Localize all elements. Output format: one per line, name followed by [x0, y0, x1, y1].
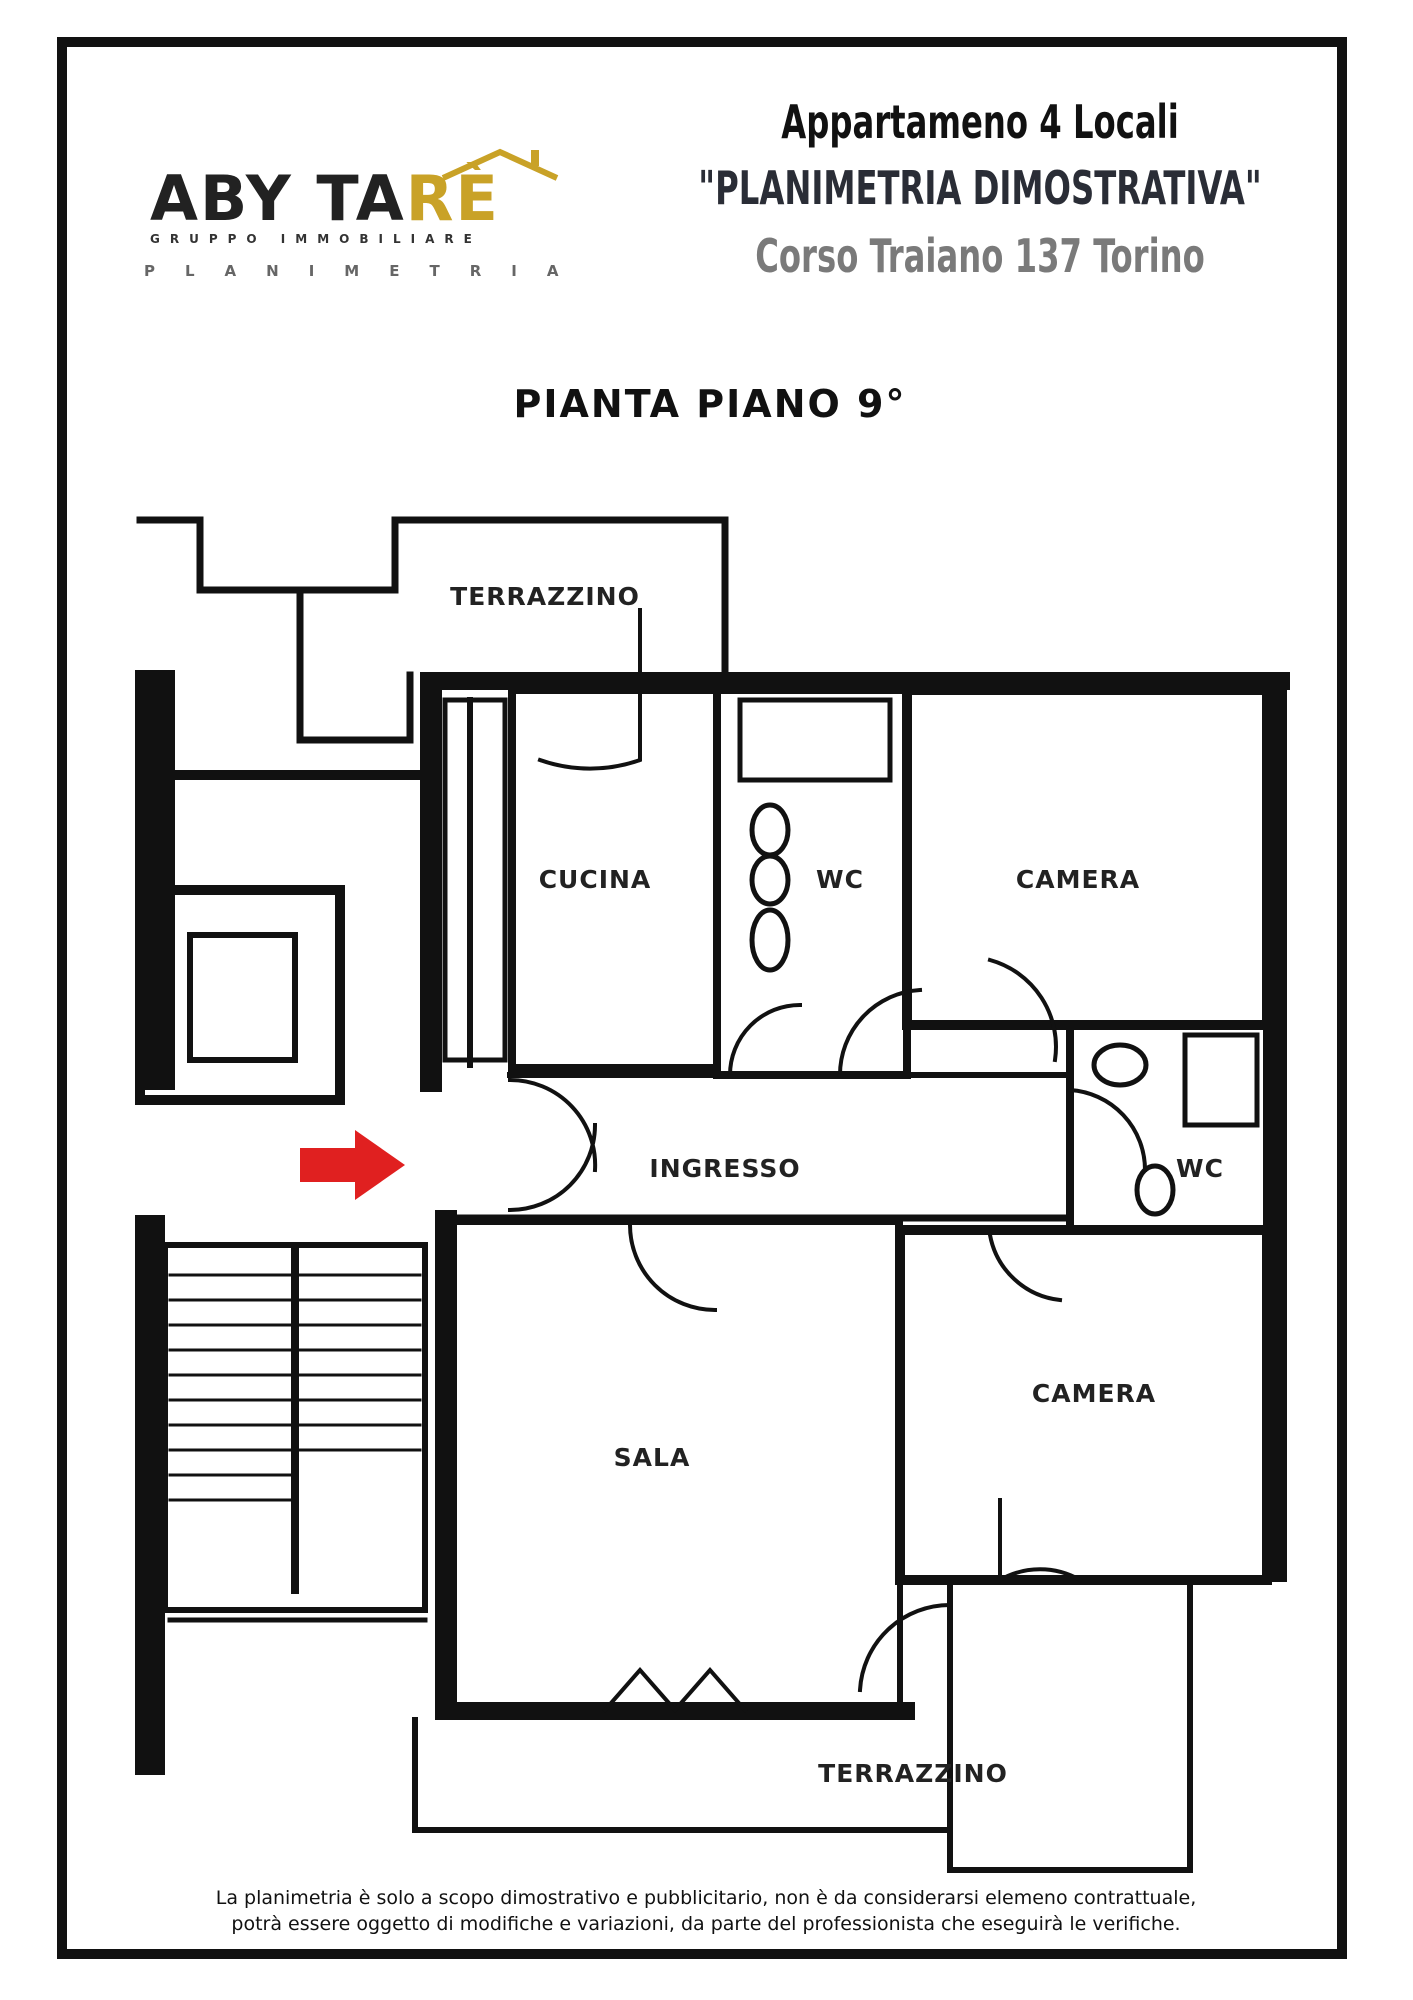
label-camera-2: CAMERA [1032, 1379, 1156, 1408]
label-wc-2: WC [1176, 1154, 1224, 1183]
entrance-arrow-icon [300, 1130, 405, 1200]
label-cucina: CUCINA [539, 865, 652, 894]
terrace-top-inner [296, 586, 414, 744]
door-cucina [537, 608, 642, 771]
door-camera-2-bottom [998, 1498, 1083, 1584]
floor-title: PIANTA PIANO 9° [513, 382, 907, 426]
stair-steps [168, 1273, 422, 1502]
logo-tagline: PLANIMETRIA [144, 262, 589, 280]
door-wc-2 [1067, 1087, 1148, 1173]
door-ingresso-left [507, 1077, 598, 1213]
door-sala-left [627, 1222, 718, 1313]
label-terrazzino-bottom: TERRAZZINO [818, 1759, 1008, 1788]
terrace-top-outline [136, 516, 729, 679]
logo-wordmark: ABY TARÈ [150, 162, 500, 235]
window-sala-bottom [602, 1666, 748, 1713]
disclaimer-line-1: La planimetria è solo a scopo dimostrati… [215, 1887, 1197, 1909]
door-terrace-bottom [857, 1602, 953, 1693]
page-frame [57, 37, 1347, 1959]
house-roof-icon [441, 148, 559, 181]
left-corridor-wall [165, 770, 425, 780]
door-camera-1-right [987, 957, 1058, 1063]
wall-left-upper [420, 672, 442, 1092]
toilet-1 [749, 802, 791, 858]
bidet-1 [749, 853, 791, 907]
label-sala: SALA [614, 1443, 691, 1472]
disclaimer-line-2: potrà essere oggetto di modifiche e vari… [231, 1913, 1181, 1935]
door-camera-2 [987, 1232, 1063, 1303]
left-wall-block [135, 670, 175, 1090]
left-wall-lower [135, 1215, 165, 1775]
disclaimer: La planimetria è solo a scopo dimostrati… [100, 1885, 1312, 1937]
kitchen-units [442, 697, 508, 1063]
company-logo: ABY TARÈ GRUPPO IMMOBILIARE PLANIMETRIA [144, 148, 560, 290]
wc-1-walls [713, 686, 911, 1079]
label-terrazzino-top: TERRAZZINO [450, 582, 640, 611]
sink-1 [749, 907, 791, 973]
sink-2 [1091, 1042, 1149, 1088]
logo-subtitle: GRUPPO IMMOBILIARE [150, 232, 482, 246]
door-wc-1 [727, 1002, 803, 1078]
header-subtitle: "PLANIMETRIA DIMOSTRATIVA" [698, 161, 1262, 215]
shower-2 [1182, 1032, 1260, 1128]
terrace-bottom-outline [412, 1582, 1193, 1873]
door-camera-1-left [837, 987, 923, 1078]
camera-1-walls [902, 685, 1272, 1030]
header-address: Corso Traiano 137 Torino [755, 229, 1205, 283]
bathtub [737, 697, 893, 783]
label-wc-1: WC [816, 865, 864, 894]
document-header: Appartameno 4 Locali "PLANIMETRIA DIMOST… [600, 90, 1360, 290]
header-title: Appartameno 4 Locali [781, 95, 1179, 149]
elevator-inner [187, 932, 298, 1063]
label-camera-1: CAMERA [1016, 865, 1140, 894]
stair-outer [162, 1242, 428, 1613]
toilet-2 [1134, 1163, 1176, 1217]
label-ingresso: INGRESSO [649, 1154, 800, 1183]
